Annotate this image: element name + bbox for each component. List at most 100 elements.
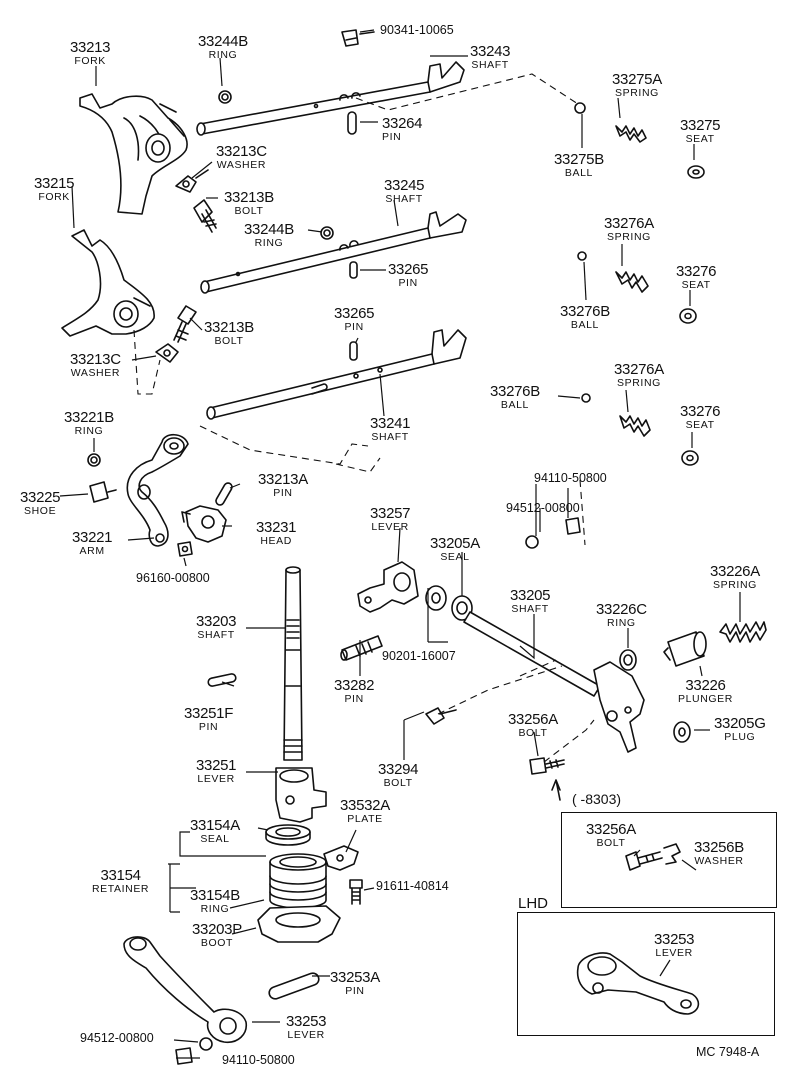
part-number: 33225 xyxy=(20,489,61,506)
part-desc: SEAL xyxy=(440,551,470,563)
part-number: 33276A xyxy=(614,361,664,378)
date-range-note: ( -8303) xyxy=(572,791,622,807)
part-desc: RING xyxy=(200,903,230,915)
part-number: 33203 xyxy=(196,613,237,630)
part-desc: RING xyxy=(74,425,104,437)
part-number: 33213 xyxy=(70,39,111,56)
part-number: 33276 xyxy=(680,403,721,420)
part-number: 33251 xyxy=(196,757,237,774)
shaft-33205-drawing xyxy=(463,611,645,753)
ball-33276b-low-drawing xyxy=(581,393,591,403)
part-desc: SPRING xyxy=(713,579,757,591)
part-desc: FORK xyxy=(38,191,70,203)
part-desc: SHAFT xyxy=(471,59,509,71)
label-90341: 90341-10065 xyxy=(380,23,454,37)
pin-33251f-drawing xyxy=(207,673,237,687)
part-desc: PLATE xyxy=(347,813,383,825)
part-desc: RETAINER xyxy=(92,883,150,895)
part-desc: SPRING xyxy=(617,377,661,389)
part-number: 33256A xyxy=(508,711,558,728)
part-number: 33253 xyxy=(286,1013,327,1030)
seal-33154a-drawing xyxy=(265,824,311,846)
part-number: 33256A xyxy=(586,821,636,838)
fork-33215-drawing xyxy=(61,229,155,337)
part-number: 33221B xyxy=(64,409,114,426)
part-number: 33275B xyxy=(554,151,604,168)
pin-33213a-drawing xyxy=(215,482,233,506)
part-desc: SHAFT xyxy=(371,431,409,443)
part-number: 33257 xyxy=(370,505,411,522)
part-desc: BOLT xyxy=(383,777,413,789)
part-desc: BOLT xyxy=(234,205,264,217)
part-number: 33265 xyxy=(388,261,429,278)
part-desc: SEAL xyxy=(200,833,230,845)
lever-33253-lhd-drawing xyxy=(576,952,700,1015)
part-number: 33226 xyxy=(685,677,726,694)
ball-33275b-drawing xyxy=(574,102,586,114)
spring-33276a-low-drawing xyxy=(619,415,651,437)
part-desc: RING xyxy=(208,49,238,61)
figure-code: MC 7948-A xyxy=(696,1045,760,1059)
part-number: 33154A xyxy=(190,817,240,834)
part-number: 33294 xyxy=(378,761,419,778)
part-number: 33243 xyxy=(470,43,511,60)
part-desc: SEAT xyxy=(681,279,711,291)
part-desc: LEVER xyxy=(287,1029,325,1041)
part-desc: BOLT xyxy=(518,727,548,739)
nut-96160-drawing xyxy=(177,541,193,557)
part-number: 33213C xyxy=(216,143,267,160)
retainer-33154-drawing xyxy=(269,853,327,909)
seat-33276-top-drawing xyxy=(679,308,697,324)
washer-33213c-top-drawing xyxy=(175,169,209,193)
part-number: 33241 xyxy=(370,415,411,432)
part-desc: HEAD xyxy=(260,535,292,547)
part-desc: BOLT xyxy=(214,335,244,347)
bolt-33256a-inset-drawing xyxy=(625,851,663,871)
bolt-33213b-top-drawing xyxy=(193,199,217,233)
ring-33221b-drawing xyxy=(87,453,101,467)
part-number: 33275A xyxy=(612,71,662,88)
nut-94110-top-drawing xyxy=(565,517,581,535)
boot-33203p-drawing xyxy=(257,905,341,943)
part-number: 33245 xyxy=(384,177,425,194)
spring-33275a-drawing xyxy=(615,125,647,143)
part-number: 33213A xyxy=(258,471,308,488)
part-desc: WASHER xyxy=(694,855,744,867)
head-33231-drawing xyxy=(181,505,227,543)
part-desc: WASHER xyxy=(70,367,121,379)
part-desc: SHAFT xyxy=(385,193,423,205)
part-desc: PLUG xyxy=(724,731,756,743)
part-number: 33221 xyxy=(72,529,113,546)
part-number: 33213B xyxy=(204,319,254,336)
part-number: 33276B xyxy=(490,383,540,400)
part-desc: SHAFT xyxy=(197,629,235,641)
pin-33264-drawing xyxy=(347,111,357,135)
